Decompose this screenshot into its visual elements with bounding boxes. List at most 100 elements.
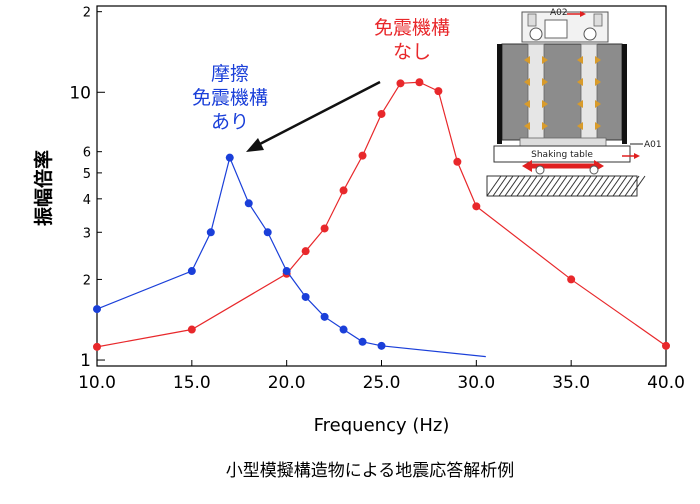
x-tick-label: 30.0: [457, 373, 495, 393]
y-tick-label: 6: [83, 146, 91, 161]
data-point: [358, 151, 367, 160]
inset-hatch-line: [576, 175, 592, 197]
data-point: [377, 341, 386, 350]
inset-hatch-line: [534, 175, 550, 197]
inset-force-arrow: [542, 78, 548, 86]
x-tick-label: 25.0: [363, 373, 401, 393]
inset-force-arrow: [577, 100, 583, 108]
inset-table-label: Shaking table: [531, 150, 593, 160]
data-point: [396, 79, 405, 88]
inset-hatch-line: [492, 175, 508, 197]
data-point: [301, 247, 310, 256]
data-point: [472, 202, 481, 211]
inset-wheel-left: [529, 27, 543, 41]
inset-force-arrow: [524, 78, 530, 86]
data-point: [415, 78, 424, 87]
inset-hatch-line: [540, 175, 556, 197]
inset-hatch-line: [594, 175, 610, 197]
inset-hatch-line: [486, 175, 502, 197]
inset-column-left: [527, 43, 545, 141]
inset-bracket-right: [593, 13, 603, 27]
series-label: 摩擦: [211, 63, 249, 85]
y-tick-label: 5: [83, 167, 91, 182]
inset-hatch-line: [564, 175, 580, 197]
inset-pillar-right: [622, 44, 627, 144]
inset-hatch-line: [558, 175, 574, 197]
data-point: [662, 341, 670, 350]
inset-column-right: [580, 43, 598, 141]
data-point: [206, 228, 215, 237]
data-point: [453, 157, 462, 166]
data-point: [358, 337, 367, 346]
inset-force-arrow: [524, 100, 530, 108]
inset-pillar-left: [497, 44, 502, 144]
inset-hatch-line: [546, 175, 562, 197]
x-tick-label: 10.0: [78, 373, 116, 393]
data-point: [339, 325, 348, 334]
inset-force-arrow: [595, 78, 601, 86]
data-point: [244, 199, 253, 208]
pointer-arrow-line: [255, 80, 381, 148]
inset-ground-hatch: [486, 175, 646, 197]
data-point: [339, 186, 348, 195]
inset-hatch-line: [516, 175, 532, 197]
chart-caption: 小型模擬構造物による地震応答解析例: [226, 461, 515, 481]
inset-force-arrow: [577, 56, 583, 64]
inset-hatch-line: [606, 175, 622, 197]
inset-hatch-line: [630, 175, 646, 197]
inset-hatch-line: [612, 175, 628, 197]
inset-shake-arrowhead-left: [522, 160, 532, 172]
data-point: [320, 224, 329, 233]
x-tick-label: 20.0: [268, 373, 306, 393]
inset-force-arrow: [524, 56, 530, 64]
data-point: [225, 153, 234, 162]
inset-hatch-line: [528, 175, 544, 197]
inset-bracket-left: [527, 13, 537, 27]
inset-wheel-right: [583, 27, 597, 41]
y-tick-label: 2: [83, 6, 91, 21]
inset-base-block: [519, 137, 607, 147]
data-point: [320, 312, 329, 321]
series-label: なし: [393, 41, 431, 63]
pointer-arrowhead: [246, 138, 264, 152]
inset-hatch-line: [522, 175, 538, 197]
data-point: [187, 267, 196, 276]
inset-top-label: A02: [550, 8, 568, 18]
inset-force-arrow: [542, 100, 548, 108]
inset-force-arrows: [524, 56, 601, 130]
series-label: 免震機構: [374, 17, 450, 39]
inset-hatch-line: [600, 175, 616, 197]
data-point: [377, 109, 386, 118]
inset-hatch-line: [624, 175, 640, 197]
inset-top-block: [544, 19, 568, 39]
y-tick-label: 2: [83, 273, 91, 288]
data-point: [434, 87, 443, 96]
inset-force-arrow: [595, 100, 601, 108]
inset-hatch-line: [498, 175, 514, 197]
inset-hatch-line: [570, 175, 586, 197]
inset-roller-right: [589, 165, 599, 175]
inset-shaking-table: [493, 145, 631, 163]
series-label: あり: [211, 111, 249, 133]
data-point: [93, 305, 101, 314]
data-point: [282, 267, 291, 276]
inset-side-label: A01: [644, 140, 662, 150]
inset-force-arrow: [542, 122, 548, 130]
y-tick-label: 1: [80, 351, 91, 371]
inset-force-arrow: [595, 56, 601, 64]
y-tick-label: 3: [83, 226, 91, 241]
shaking-table-inset: A02 Shaking table A01: [486, 8, 662, 197]
pointer-arrow: [246, 80, 381, 152]
data-point: [263, 228, 272, 237]
data-point: [187, 325, 196, 334]
x-tick-label: 15.0: [173, 373, 211, 393]
inset-hatch-line: [552, 175, 568, 197]
y-tick-label: 10: [69, 83, 91, 103]
inset-hatch-line: [588, 175, 604, 197]
data-point: [567, 275, 576, 284]
series-label: 免震機構: [192, 87, 268, 109]
